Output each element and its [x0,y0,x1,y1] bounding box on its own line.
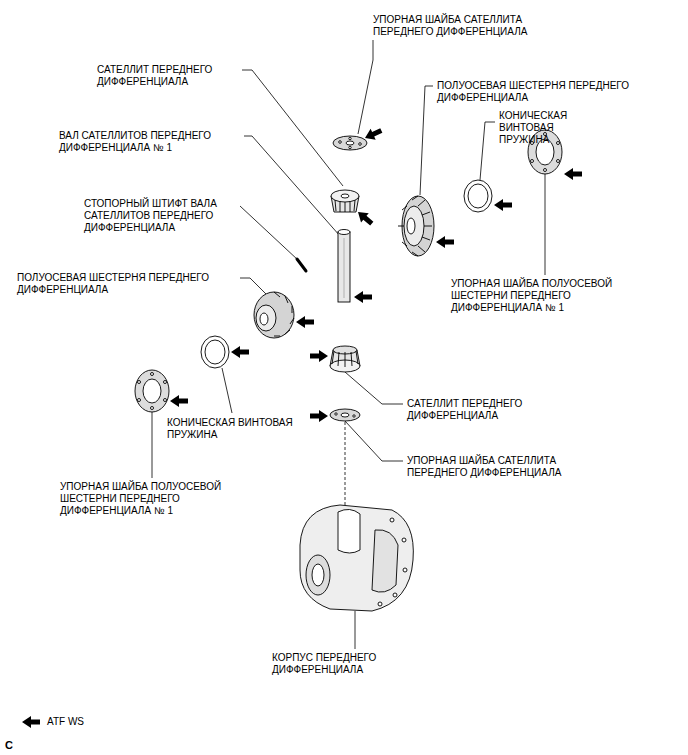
part-label: ПОЛУОСЕВАЯ ШЕСТЕРНЯ ПЕРЕДНЕГО ДИФФЕРЕНЦИ… [437,80,662,104]
legend-text: ATF WS [47,716,84,728]
legend-arrow-swatch [22,716,40,728]
part-label: САТЕЛЛИТ ПЕРЕДНЕГО ДИФФЕРЕНЦИАЛА [407,398,572,422]
part-label: САТЕЛЛИТ ПЕРЕДНЕГО ДИФФЕРЕНЦИАЛА [97,64,237,88]
figure-code: C [5,739,35,751]
part-label: УПОРНАЯ ШАЙБА ПОЛУОСЕВОЙ ШЕСТЕРНИ ПЕРЕДН… [451,278,651,314]
part-label: СТОПОРНЫЙ ШТИФТ ВАЛА САТЕЛЛИТОВ ПЕРЕДНЕГ… [84,198,236,234]
leader-lines [152,40,545,649]
part-label: УПОРНАЯ ШАЙБА САТЕЛЛИТА ПЕРЕДНЕГО ДИФФЕР… [373,14,558,38]
lubricant-arrows [22,125,582,728]
part-label: ВАЛ САТЕЛЛИТОВ ПЕРЕДНЕГО ДИФФЕРЕНЦИАЛА №… [59,130,239,154]
part-label: КОНИЧЕСКАЯ ВИНТОВАЯ ПРУЖИНА [499,110,599,146]
part-label: УПОРНАЯ ШАЙБА ПОЛУОСЕВОЙ ШЕСТЕРНИ ПЕРЕДН… [60,481,260,517]
part-label: ПОЛУОСЕВАЯ ШЕСТЕРНЯ ПЕРЕДНЕГО ДИФФЕРЕНЦИ… [17,272,232,296]
part-label: КОНИЧЕСКАЯ ВИНТОВАЯ ПРУЖИНА [167,417,295,441]
part-label: КОРПУС ПЕРЕДНЕГО ДИФФЕРЕНЦИАЛА [272,652,407,676]
part-label: УПОРНАЯ ШАЙБА САТЕЛЛИТА ПЕРЕДНЕГО ДИФФЕР… [407,455,592,479]
